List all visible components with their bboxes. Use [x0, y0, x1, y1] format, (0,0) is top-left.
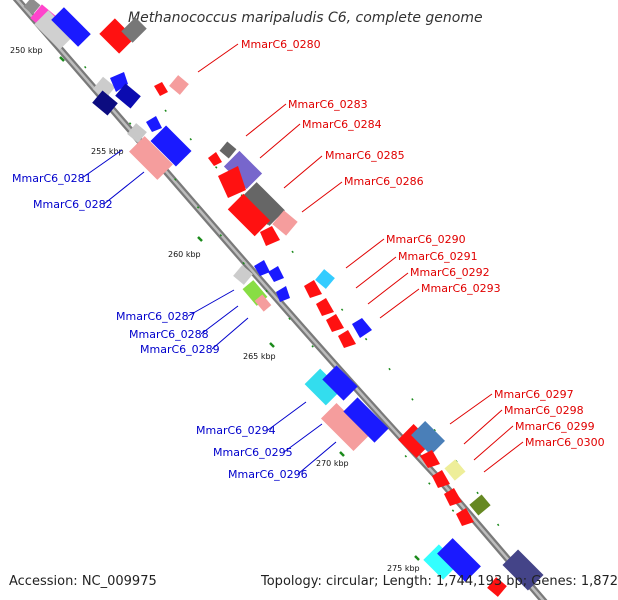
gene-feature[interactable]: [34, 10, 74, 50]
gene-feature[interactable]: [150, 125, 192, 167]
tick-label: 275 kbp: [387, 564, 420, 573]
gene-feature[interactable]: [219, 141, 237, 159]
gene-feature[interactable]: [233, 265, 253, 285]
gene-feature[interactable]: [146, 116, 162, 132]
gene-feature[interactable]: [223, 150, 263, 190]
gene-feature[interactable]: [343, 397, 389, 443]
gene-feature[interactable]: [154, 82, 168, 96]
gene-feature[interactable]: [315, 269, 335, 289]
gene-feature[interactable]: [444, 488, 462, 506]
gene-feature[interactable]: [169, 75, 189, 95]
gene-label[interactable]: MmarC6_0295: [213, 446, 293, 459]
gene-label[interactable]: MmarC6_0300: [525, 436, 605, 449]
gene-feature[interactable]: [487, 577, 507, 597]
leader-lines-right: [197, 43, 524, 473]
gene-feature[interactable]: [304, 368, 342, 406]
gene-feature[interactable]: [51, 7, 91, 47]
gene-label[interactable]: MmarC6_0287: [116, 310, 196, 323]
tick-label: 270 kbp: [316, 459, 349, 468]
gene-label[interactable]: MmarC6_0297: [494, 388, 574, 401]
gene-feature[interactable]: [432, 470, 450, 488]
accession-text: Accession: NC_009975: [9, 574, 157, 589]
genome-map-canvas: 250 kbp 255 kbp 260 kbp 265 kbp 270 kbp …: [10, 0, 605, 600]
gene-label[interactable]: MmarC6_0286: [344, 175, 424, 188]
gene-features-left: [23, 0, 481, 582]
gene-feature[interactable]: [444, 459, 466, 481]
gene-feature[interactable]: [322, 365, 358, 401]
gene-feature[interactable]: [92, 90, 118, 116]
gene-feature[interactable]: [276, 286, 290, 302]
gene-feature[interactable]: [469, 494, 491, 516]
gene-feature[interactable]: [254, 294, 272, 312]
gene-feature[interactable]: [254, 260, 270, 276]
gene-label[interactable]: MmarC6_0294: [196, 424, 276, 437]
gene-feature[interactable]: [326, 314, 344, 332]
gene-label[interactable]: MmarC6_0299: [515, 420, 595, 433]
gene-feature[interactable]: [92, 76, 116, 100]
gene-feature[interactable]: [218, 166, 246, 198]
gene-feature[interactable]: [316, 298, 334, 316]
gene-feature[interactable]: [121, 17, 147, 43]
gene-feature[interactable]: [127, 123, 147, 143]
gene-label[interactable]: MmarC6_0289: [140, 343, 220, 356]
gene-feature[interactable]: [398, 424, 432, 458]
gene-feature[interactable]: [115, 83, 141, 109]
gene-feature[interactable]: [423, 544, 459, 580]
genome-title: Methanococcus maripaludis C6, complete g…: [128, 10, 483, 26]
tick-label: 250 kbp: [10, 46, 43, 55]
gene-label[interactable]: MmarC6_0281: [12, 172, 92, 185]
gene-feature[interactable]: [23, 0, 41, 15]
gene-feature[interactable]: [338, 330, 356, 348]
tick-label: 265 kbp: [243, 352, 276, 361]
tick-label: 260 kbp: [168, 250, 201, 259]
gene-label[interactable]: MmarC6_0280: [241, 38, 321, 51]
gene-feature[interactable]: [268, 266, 284, 282]
gene-feature[interactable]: [241, 182, 285, 226]
gene-label[interactable]: MmarC6_0285: [325, 149, 405, 162]
gene-feature[interactable]: [456, 508, 474, 526]
gene-feature[interactable]: [411, 421, 445, 455]
gene-label[interactable]: MmarC6_0291: [398, 250, 478, 263]
gene-feature[interactable]: [227, 193, 271, 237]
topology-text: Topology: circular; Length: 1,744,193 bp…: [261, 574, 618, 589]
outer-scale-rail: [39, 9, 471, 531]
gene-feature[interactable]: [272, 210, 298, 236]
tick-marks: [59, 56, 420, 561]
gene-features-right: [99, 17, 544, 597]
gene-label[interactable]: MmarC6_0293: [421, 282, 501, 295]
gene-label[interactable]: MmarC6_0284: [302, 118, 382, 131]
gene-label[interactable]: MmarC6_0283: [288, 98, 368, 111]
leader-lines-left: [81, 149, 337, 475]
genome-map-view: Methanococcus maripaludis C6, complete g…: [9, 0, 618, 600]
gene-feature[interactable]: [99, 18, 135, 54]
gene-label[interactable]: MmarC6_0288: [129, 328, 209, 341]
gene-label[interactable]: MmarC6_0296: [228, 468, 308, 481]
gene-label[interactable]: MmarC6_0290: [386, 233, 466, 246]
gene-feature[interactable]: [502, 549, 544, 591]
gene-feature[interactable]: [320, 402, 370, 452]
gene-label[interactable]: MmarC6_0292: [410, 266, 490, 279]
tick-label: 255 kbp: [91, 147, 124, 156]
gene-feature[interactable]: [208, 152, 222, 166]
gene-feature[interactable]: [352, 318, 372, 338]
gene-label[interactable]: MmarC6_0282: [33, 198, 113, 211]
gene-feature[interactable]: [260, 226, 280, 246]
gene-feature[interactable]: [420, 450, 440, 468]
gene-feature[interactable]: [304, 280, 322, 298]
gene-label[interactable]: MmarC6_0298: [504, 404, 584, 417]
gene-feature[interactable]: [129, 136, 173, 180]
gene-feature[interactable]: [437, 538, 481, 582]
